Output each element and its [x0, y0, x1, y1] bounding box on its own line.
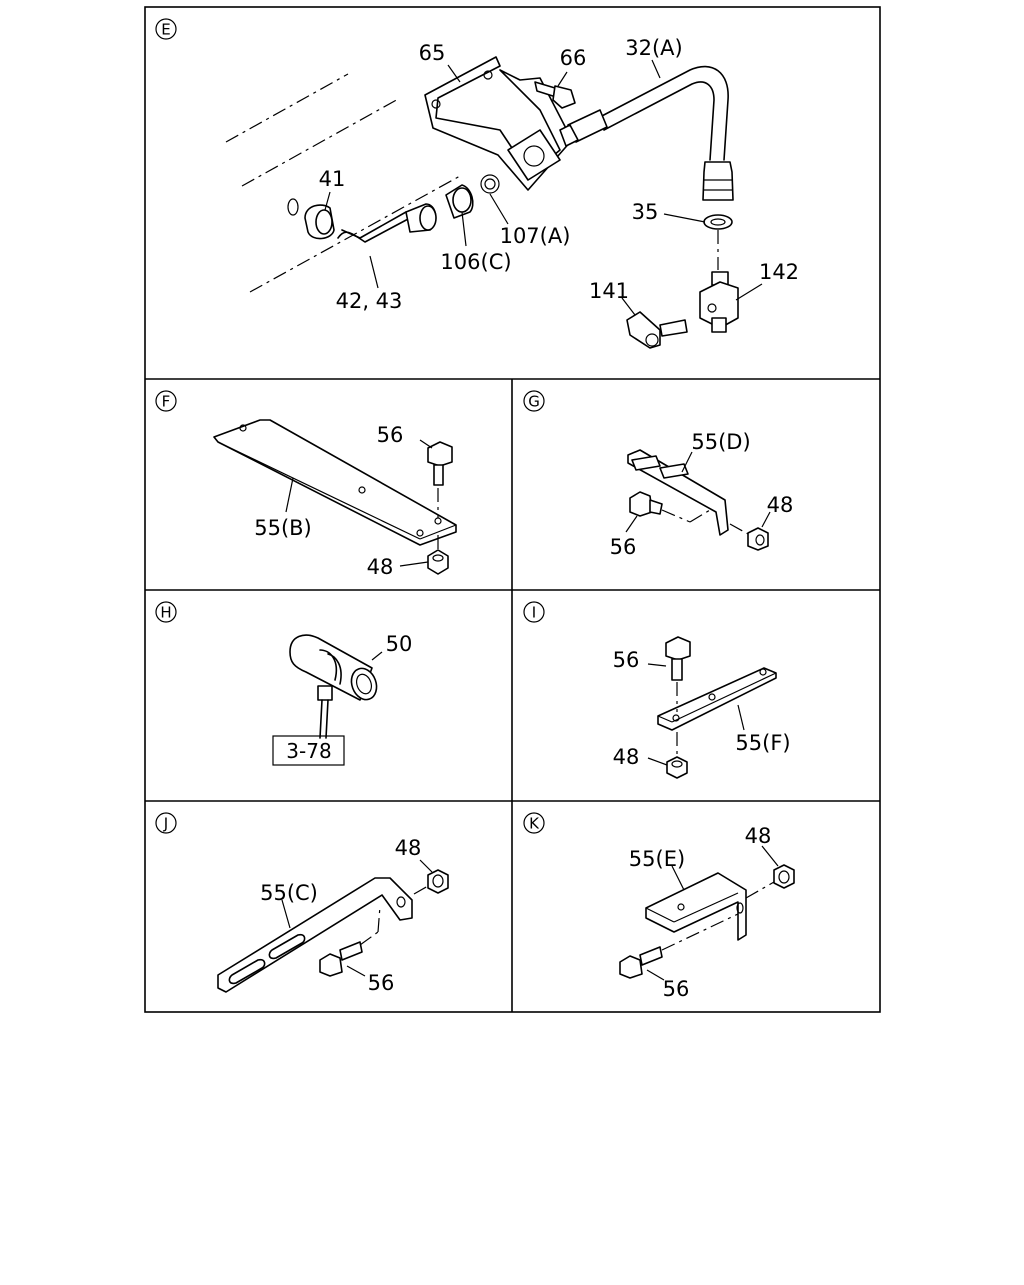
- nut-48-k: [745, 864, 795, 899]
- panel-f: F 56 55(B) 48: [155, 390, 457, 579]
- pipe-42-43: [337, 203, 437, 243]
- bolt-56-g: [629, 491, 711, 523]
- label-48-i: 48: [613, 745, 640, 769]
- panel-i-marker-circle: [523, 601, 545, 623]
- bracket-55b: [213, 419, 457, 546]
- label-42-43: 42, 43: [336, 289, 403, 313]
- panel-h: H 50 3-78: [155, 601, 413, 766]
- bolt-66: [534, 81, 576, 109]
- panel-j-marker: J: [163, 815, 168, 833]
- label-55e: 55(E): [629, 847, 685, 871]
- panel-k-marker: K: [529, 815, 540, 833]
- bracket-55d: [627, 449, 729, 536]
- panel-e-leaders: [324, 59, 763, 316]
- label-50: 50: [386, 632, 413, 656]
- panel-j-marker-circle: [155, 812, 177, 834]
- label-65: 65: [419, 41, 446, 65]
- hose-32a: [559, 65, 734, 201]
- grommet-41: [287, 198, 335, 240]
- bracket-55e: [645, 872, 747, 941]
- panel-f-marker-circle: [155, 390, 177, 412]
- panel-k: K 55(E) 48 56: [523, 812, 795, 1001]
- label-142: 142: [759, 260, 799, 284]
- label-56-i: 56: [613, 648, 640, 672]
- panel-e-marker: E: [161, 21, 170, 39]
- label-48-k: 48: [745, 824, 772, 848]
- label-55c: 55(C): [260, 881, 318, 905]
- label-66: 66: [560, 46, 587, 70]
- label-48-g: 48: [767, 493, 794, 517]
- bracket-55c: [217, 877, 413, 993]
- bolt-56-k: [619, 913, 739, 979]
- nut-48-f: [427, 535, 449, 575]
- panel-e-marker-circle: [155, 18, 177, 40]
- panel-g-marker-circle: [523, 390, 545, 412]
- panel-i: I 56 55(F) 48: [523, 601, 791, 779]
- reference-box: [272, 735, 345, 766]
- label-106c: 106(C): [440, 250, 511, 274]
- label-55b: 55(B): [254, 516, 312, 540]
- label-32a: 32(A): [625, 36, 682, 60]
- panel-e: E: [155, 18, 799, 349]
- nut-48-g: [729, 523, 769, 551]
- bolt-141: [626, 311, 688, 349]
- panel-i-marker: I: [532, 604, 536, 622]
- nut-48-j: [413, 869, 449, 895]
- label-56-j: 56: [368, 971, 395, 995]
- bolt-56-j: [319, 905, 381, 977]
- panel-g: G 55(D) 48 56: [523, 390, 794, 559]
- panel-h-marker: H: [160, 604, 171, 622]
- reference-3-78: 3-78: [286, 739, 331, 763]
- panel-h-marker-circle: [155, 601, 177, 623]
- label-41: 41: [319, 167, 346, 191]
- cable-tie: [317, 685, 333, 739]
- panel-k-marker-circle: [523, 812, 545, 834]
- panel-f-marker: F: [162, 393, 171, 411]
- bracket-65: [424, 56, 573, 191]
- frame-rail-outline: [225, 73, 461, 293]
- label-55d: 55(D): [691, 430, 750, 454]
- label-48-j: 48: [395, 836, 422, 860]
- joint-142: [699, 271, 739, 333]
- label-107a: 107(A): [500, 224, 571, 248]
- bushing-106c: [445, 184, 474, 219]
- diagram-frame: [144, 6, 881, 1013]
- label-56-g: 56: [610, 535, 637, 559]
- label-35: 35: [632, 200, 659, 224]
- label-56-k: 56: [663, 977, 690, 1001]
- nut-48-i: [666, 732, 688, 779]
- bolt-56-f: [427, 441, 453, 518]
- washer-35: [703, 214, 733, 270]
- label-56-f: 56: [377, 423, 404, 447]
- sleeve-50: [289, 634, 378, 701]
- bolt-56-i: [665, 636, 691, 712]
- label-55f: 55(F): [735, 731, 790, 755]
- panel-g-marker: G: [528, 393, 540, 411]
- label-48-f: 48: [367, 555, 394, 579]
- label-141: 141: [589, 279, 629, 303]
- panel-j: J 48 55(C) 56: [155, 812, 449, 995]
- bracket-55f: [657, 667, 777, 731]
- clip-107a: [480, 174, 500, 194]
